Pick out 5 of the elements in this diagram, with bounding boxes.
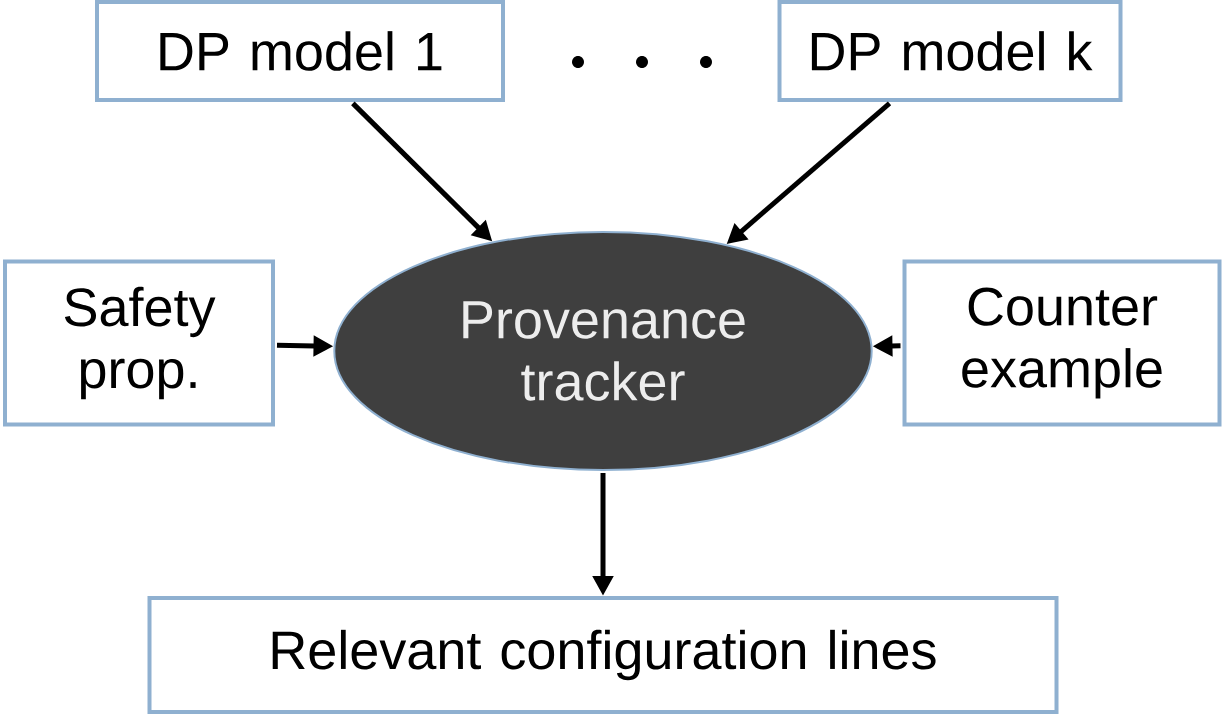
process-box: DP model k [777,0,1123,102]
process-box: Safety prop. [3,259,275,427]
process-box: DP model 1 [95,0,505,102]
process-box: Counter example [902,259,1222,427]
process-box: Relevant configuration lines [147,596,1059,714]
